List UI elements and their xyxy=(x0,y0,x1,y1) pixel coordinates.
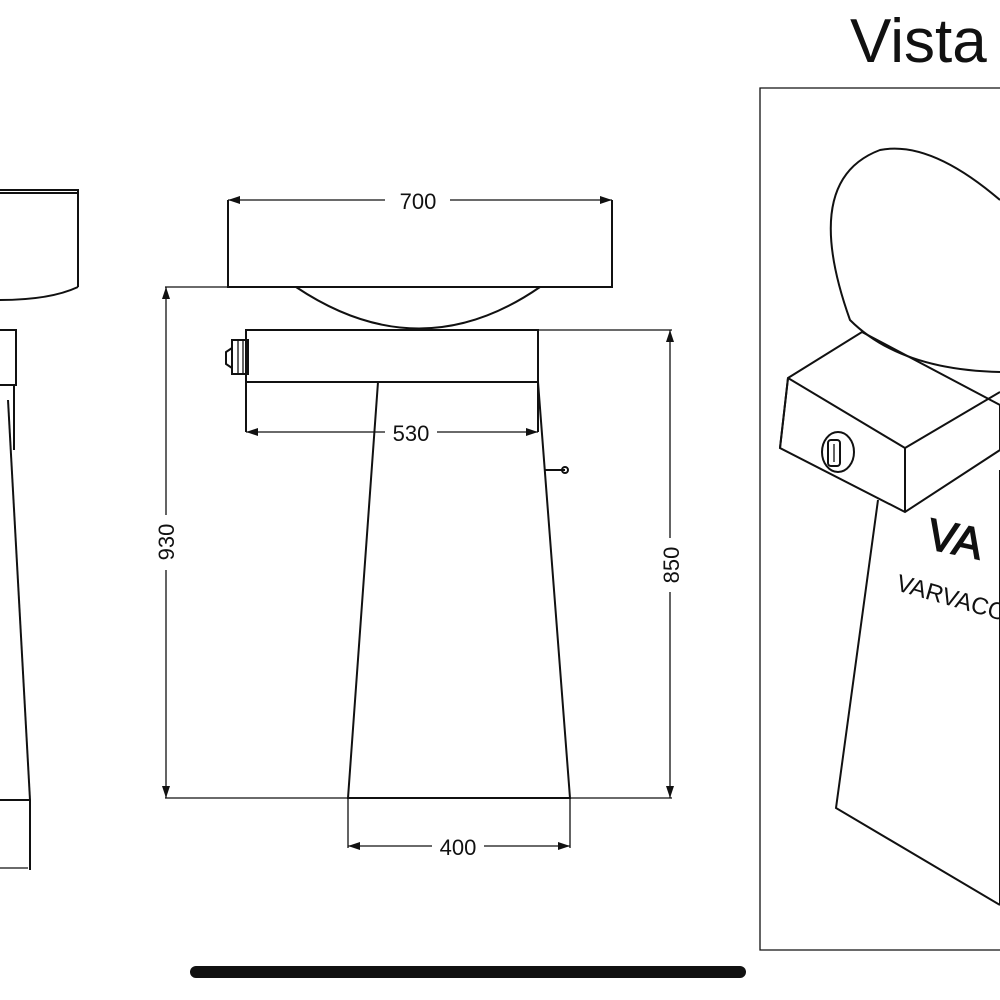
basin-bowl xyxy=(295,286,541,330)
dimension-label-930: 930 xyxy=(154,524,179,561)
drain-lever-icon xyxy=(545,466,569,474)
dimension-label-400: 400 xyxy=(440,835,477,860)
home-indicator xyxy=(190,966,746,978)
dimension-700: 700 xyxy=(228,189,612,214)
isometric-view-panel: VA VARVACO xyxy=(759,87,1000,951)
dimension-label-700: 700 xyxy=(400,189,437,214)
dimension-label-850: 850 xyxy=(659,547,684,584)
dimension-label-530: 530 xyxy=(393,421,430,446)
dimension-400: 400 xyxy=(348,835,570,860)
brand-logo-name: VARVACO xyxy=(893,570,1000,627)
side-view xyxy=(0,189,79,870)
view-title: Vista i xyxy=(850,7,1000,76)
dimension-850: 850 xyxy=(538,329,684,798)
dimension-930: 930 xyxy=(154,286,672,799)
counter-block xyxy=(245,329,539,383)
brand-logo-mark: VA xyxy=(923,510,988,570)
isometric-faucet-icon xyxy=(821,431,855,473)
isometric-basin xyxy=(829,147,1000,373)
pedestal xyxy=(346,381,572,799)
front-view xyxy=(225,200,613,848)
faucet-icon xyxy=(225,339,249,375)
isometric-counter xyxy=(778,330,1000,514)
dimension-530: 530 xyxy=(246,421,538,446)
